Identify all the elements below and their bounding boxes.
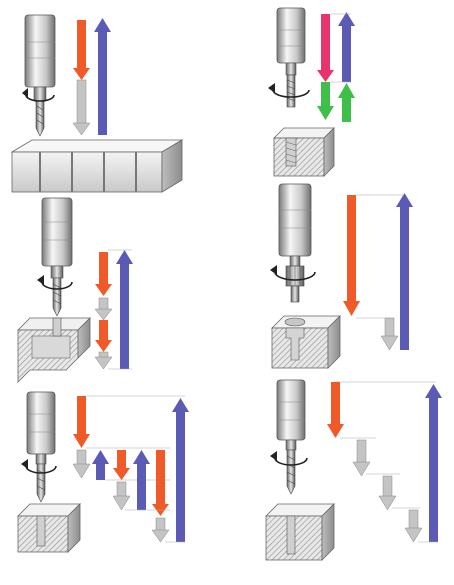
feed-arrow-icon	[152, 450, 169, 516]
spindle	[41, 197, 73, 279]
workpiece-deep-hole	[265, 503, 335, 561]
rapid-arrow-icon	[378, 475, 397, 511]
drill-tool	[36, 463, 46, 503]
drill-tool	[35, 100, 45, 137]
feed-arrow-icon	[73, 396, 90, 448]
spindle	[26, 391, 56, 465]
panel-drill-channel	[17, 197, 133, 383]
workpiece-channel	[17, 317, 91, 383]
retract-arrow-icon	[396, 193, 413, 350]
rapid-arrow-icon	[404, 509, 423, 543]
panel-deep-peck	[265, 379, 442, 561]
rapid-arrow-icon	[72, 449, 91, 479]
spindle	[276, 7, 306, 76]
rapid-arrow-icon	[380, 317, 399, 351]
panel-tapping	[268, 7, 355, 177]
retract-arrow-icon	[133, 450, 150, 510]
panel-counterbore	[270, 183, 413, 369]
feed-arrow-icon	[95, 320, 112, 352]
workpiece-bar	[10, 139, 184, 193]
panel-peck-chip-break	[17, 391, 189, 553]
rotation-arrow-icon	[268, 83, 310, 98]
workpiece-drilled	[17, 503, 81, 553]
rapid-arrow-icon	[112, 481, 131, 511]
retract-arrow-icon	[116, 250, 133, 369]
rotation-arrow-icon	[21, 459, 57, 474]
retract-arrow-icon	[425, 384, 442, 542]
rapid-arrow-icon	[94, 351, 113, 370]
counterbore-tool	[285, 265, 305, 303]
drill-tool	[286, 449, 296, 495]
spindle	[276, 379, 306, 451]
workpiece-section	[273, 127, 335, 177]
rotation-arrow-icon	[22, 88, 55, 102]
rapid-arrow-icon	[94, 297, 113, 321]
retract-arrow-icon	[94, 18, 111, 135]
feed-arrow-icon	[95, 252, 112, 296]
retract-arrow-icon	[92, 450, 109, 480]
spindle	[24, 14, 56, 102]
rotation-arrow-icon	[270, 265, 316, 281]
retract-arrow-icon	[338, 12, 355, 82]
workpiece-counterbored	[271, 315, 341, 369]
tap-feed-arrow-icon	[317, 14, 334, 82]
rotation-arrow-icon	[37, 275, 73, 290]
feed-arrow-icon	[343, 195, 360, 316]
rotation-arrow-icon	[270, 451, 308, 466]
spindle	[278, 183, 312, 267]
panel-drill-bar	[10, 14, 184, 193]
tap-reverse-feed-arrow-icon	[317, 82, 334, 120]
rapid-arrow-icon	[72, 79, 91, 136]
feed-arrow-icon	[327, 382, 344, 438]
feed-arrow-icon	[73, 20, 90, 80]
retract-arrow-icon	[172, 398, 189, 542]
rapid-arrow-icon	[352, 439, 371, 477]
drill-tool	[52, 277, 62, 317]
rapid-arrow-icon	[151, 517, 170, 543]
feed-arrow-icon	[113, 450, 130, 480]
tap-reverse-retract-arrow-icon	[338, 83, 355, 122]
tap-tool	[286, 74, 296, 108]
